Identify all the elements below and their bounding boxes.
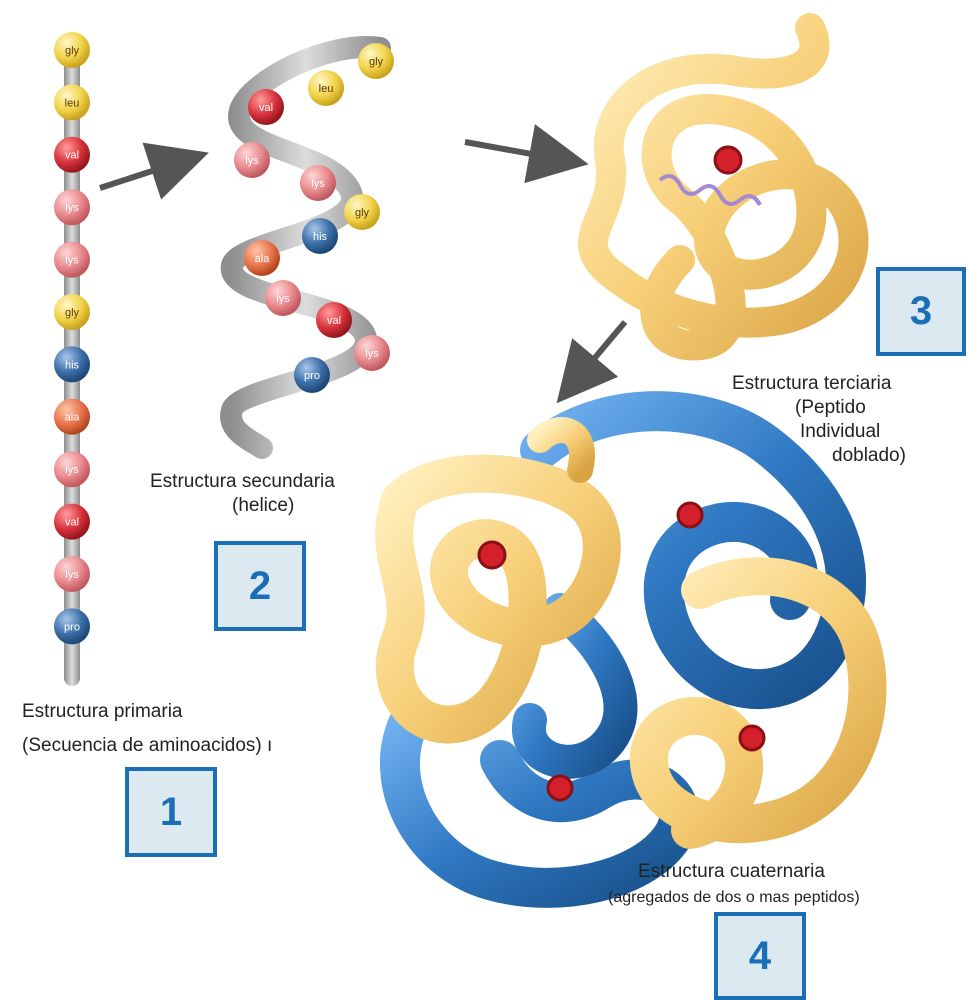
heme-disk-icon <box>678 503 702 527</box>
tertiary-label-line1: Estructura terciaria <box>732 372 891 395</box>
tertiary-label-line4: doblado) <box>832 444 906 467</box>
secondary-bead-label: lys <box>365 348 379 360</box>
primary-bead-label: pro <box>64 621 80 633</box>
quaternary-yellow-chain <box>394 474 602 725</box>
tertiary-label-line3: Individual <box>800 420 880 443</box>
arrow-tertiary-to-quaternary <box>572 322 625 385</box>
primary-bead-label: lys <box>65 569 79 581</box>
secondary-bead-label: val <box>259 102 273 114</box>
quaternary-label-line2: (agregados de dos o mas peptidos) <box>608 886 860 909</box>
primary-label-line2: (Secuencia de aminoacidos) ı <box>22 734 272 757</box>
tertiary-label-line2: (Peptido <box>795 396 866 419</box>
primary-bead-label: val <box>65 150 79 162</box>
primary-bead-label: his <box>65 359 80 371</box>
secondary-structure: gly leu val lys lys gly his ala lys val lys pro <box>231 43 394 448</box>
secondary-label-line1: Estructura secundaria <box>150 470 335 493</box>
secondary-bead-label: lys <box>311 178 325 190</box>
step-number-4: 4 <box>714 912 806 1000</box>
step-number-3: 3 <box>876 267 966 356</box>
heme-disk-icon <box>479 542 505 568</box>
primary-bead-label: leu <box>65 97 80 109</box>
arrow-secondary-to-tertiary <box>465 142 565 160</box>
heme-disk-icon <box>740 726 764 750</box>
primary-bead-label: gly <box>65 45 80 57</box>
step-number-2: 2 <box>214 541 306 631</box>
heme-disk-icon <box>548 776 572 800</box>
secondary-bead-label: his <box>313 231 328 243</box>
quaternary-structure <box>394 411 867 888</box>
primary-structure: gly leu val lys lys gly his ala lys val lys pro <box>54 32 90 686</box>
primary-label-line1: Estructura primaria <box>22 700 183 723</box>
tertiary-tube <box>593 28 854 345</box>
primary-bead-label: lys <box>65 255 79 267</box>
secondary-bead-label: pro <box>304 370 320 382</box>
primary-bead-label: val <box>65 517 79 529</box>
secondary-bead-label: lys <box>276 293 290 305</box>
secondary-bead-label: gly <box>369 56 384 68</box>
secondary-bead-label: val <box>327 315 341 327</box>
secondary-bead-label: gly <box>355 207 370 219</box>
primary-bead-label: lys <box>65 202 79 214</box>
step-number-1: 1 <box>125 767 217 857</box>
primary-bead-label: lys <box>65 464 79 476</box>
primary-bead-label: ala <box>65 412 81 424</box>
secondary-bead-label: lys <box>245 155 259 167</box>
tertiary-structure <box>593 28 854 345</box>
secondary-bead-label: leu <box>319 83 334 95</box>
primary-bead-label: gly <box>65 307 80 319</box>
secondary-label-line2: (helice) <box>232 494 294 517</box>
quaternary-label-line1: Estructura cuaternaria <box>638 860 825 883</box>
heme-disk-icon <box>715 147 741 173</box>
arrow-primary-to-secondary <box>100 160 186 188</box>
secondary-bead-label: ala <box>255 253 271 265</box>
